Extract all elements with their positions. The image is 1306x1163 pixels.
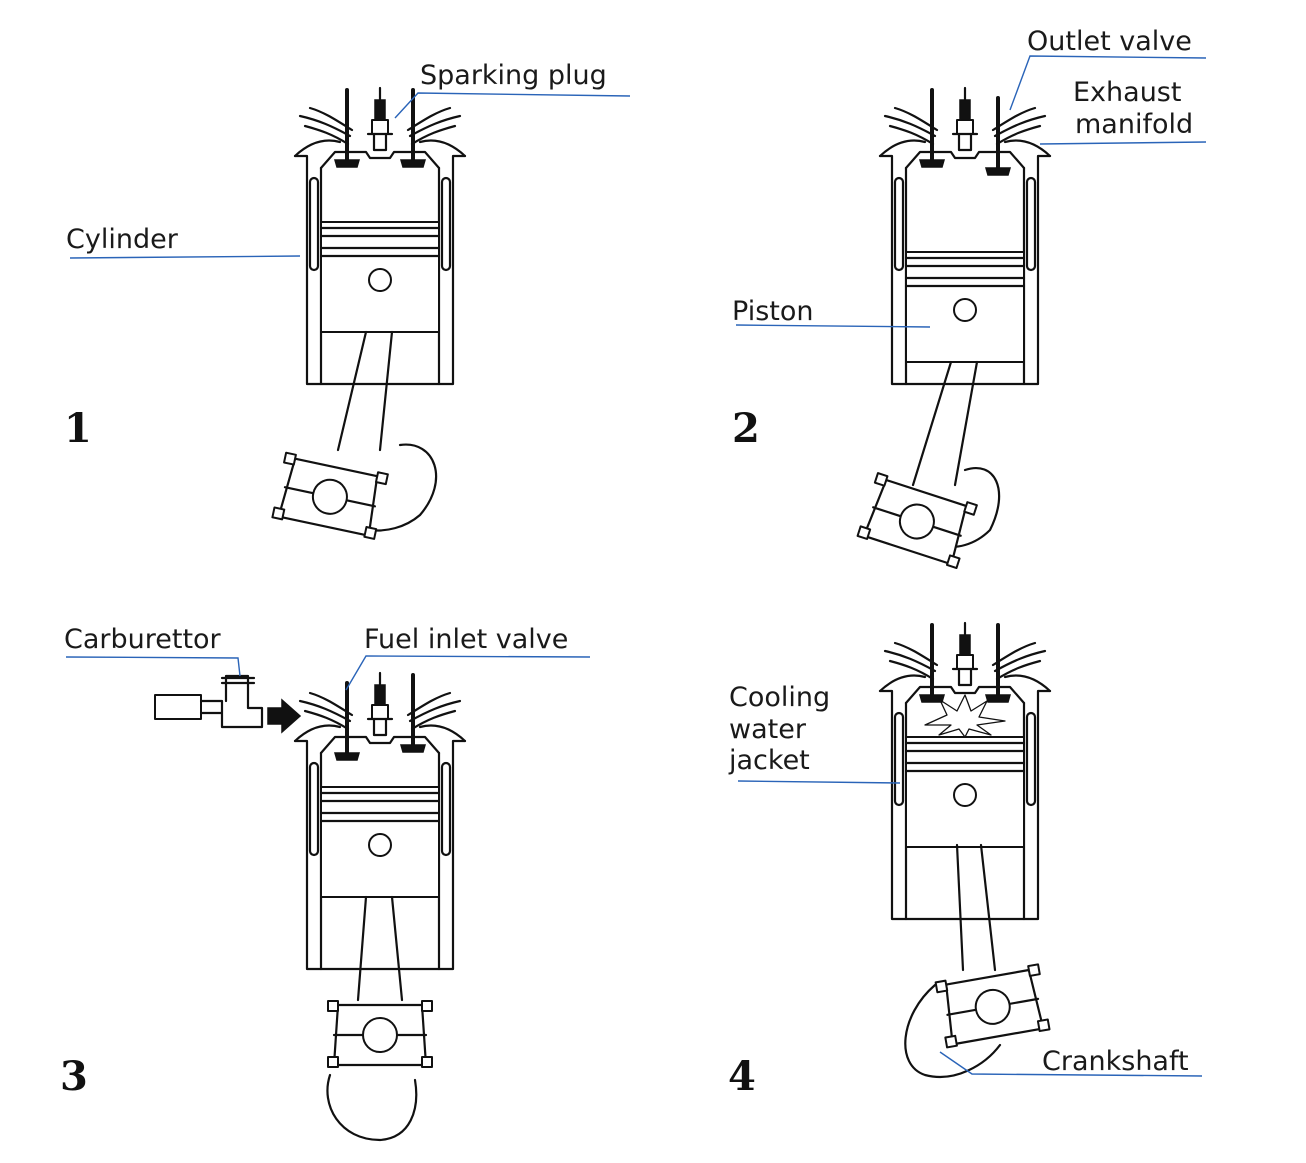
leader-exhaust-manifold: [1039, 141, 1207, 145]
intake-arrow-icon: [267, 698, 302, 734]
label-jacket: jacket: [728, 745, 810, 776]
spark-burst-icon: [924, 694, 1006, 738]
label-outlet-valve: Outlet valve: [1027, 26, 1192, 57]
leader-cylinder: [69, 255, 301, 259]
label-manifold: manifold: [1075, 109, 1193, 140]
engine-body-4: [878, 621, 1052, 1078]
engine-stage-1: 1: [64, 86, 467, 540]
leader-fuel-inlet-valve: [345, 655, 591, 691]
label-fuel-inlet-valve: Fuel inlet valve: [364, 624, 568, 655]
label-cylinder: Cylinder: [66, 224, 179, 255]
leader-outlet-valve: [1009, 55, 1207, 111]
label-sparking-plug: Sparking plug: [420, 60, 607, 91]
label-carburettor: Carburettor: [64, 624, 222, 655]
leader-piston: [735, 324, 931, 328]
engine-body-2: [856, 86, 1052, 570]
stage-number-1: 1: [64, 405, 92, 452]
label-cooling: Cooling: [729, 682, 830, 713]
leader-crankshaft: [939, 1051, 1203, 1077]
stage-number-3: 3: [60, 1053, 88, 1100]
carburettor-unit: [154, 674, 264, 729]
engine-stage-3: 3: [60, 671, 467, 1142]
leader-cooling-water-jacket: [737, 780, 901, 784]
engine-stage-2: 2: [732, 86, 1052, 570]
label-piston: Piston: [732, 296, 813, 327]
leader-carburettor: [65, 656, 241, 677]
engine-body-3: [293, 671, 467, 1142]
engine-stage-4: 4: [728, 621, 1052, 1100]
leader-sparking-plug: [394, 92, 631, 119]
stage-number-2: 2: [732, 405, 760, 452]
label-water: water: [729, 714, 807, 745]
label-exhaust: Exhaust: [1073, 77, 1181, 108]
stage-number-4: 4: [728, 1053, 756, 1100]
label-crankshaft: Crankshaft: [1042, 1046, 1189, 1077]
engine-body-1: [271, 86, 467, 540]
